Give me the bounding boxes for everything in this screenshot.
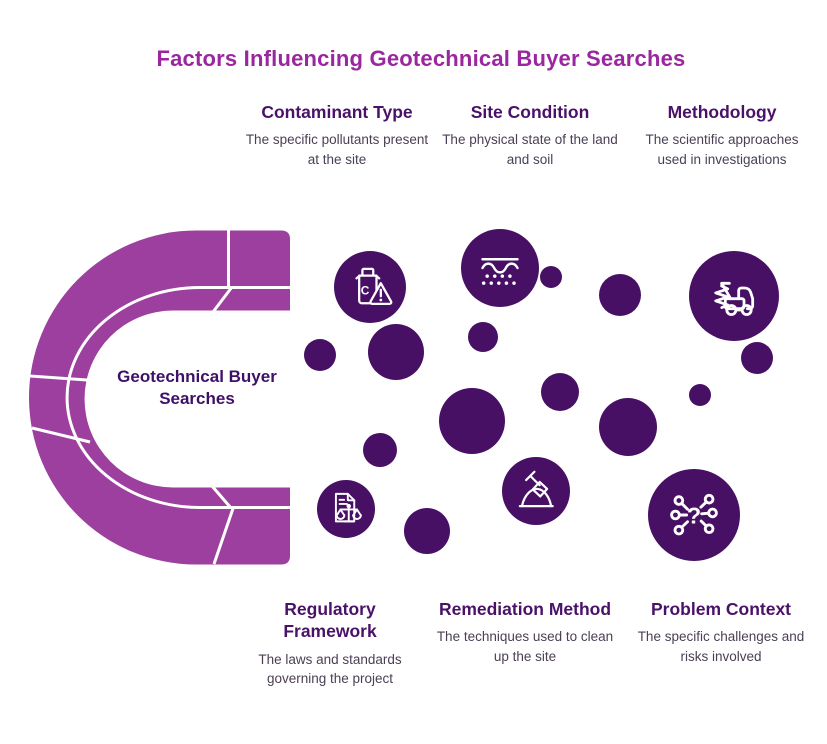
- decorative-dot: [439, 388, 505, 454]
- factor-title: Methodology: [667, 102, 777, 122]
- factor-description: The laws and standards governing the pro…: [258, 651, 402, 687]
- decorative-dot: [540, 266, 562, 288]
- hazard-container-icon: C: [355, 267, 393, 306]
- factor-problem-context: Problem Context The specific challenges …: [631, 598, 811, 667]
- contaminant-type-icon-circle: C: [334, 251, 406, 323]
- decorative-dot: [689, 384, 711, 406]
- problem-context-icon-circle: ?: [648, 469, 740, 561]
- drill-rig-icon: [714, 281, 755, 316]
- factor-description: The physical state of the land and soil: [442, 132, 618, 167]
- decorative-dot: [404, 508, 450, 554]
- factor-description: The scientific approaches used in invest…: [645, 132, 799, 167]
- factor-description: The specific pollutants present at the s…: [245, 132, 429, 167]
- decorative-dot: [541, 373, 579, 411]
- factor-title: Remediation Method: [438, 599, 612, 619]
- decorative-dot: [304, 339, 336, 371]
- document-scales-icon: [334, 492, 362, 523]
- factor-remediation-method: Remediation Method The techniques used t…: [435, 598, 615, 667]
- decorative-dot: [599, 398, 657, 456]
- regulatory-framework-icon-circle: [317, 480, 375, 538]
- network-question-icon: ?: [670, 493, 718, 536]
- factor-site-condition: Site Condition The physical state of the…: [435, 101, 625, 170]
- factor-title: Site Condition: [470, 102, 590, 122]
- factor-title: Problem Context: [650, 599, 792, 619]
- factor-description: The techniques used to clean up the site: [436, 629, 614, 664]
- svg-text:?: ?: [687, 502, 701, 528]
- factor-title: Contaminant Type: [261, 102, 413, 122]
- site-condition-icon-circle: [461, 229, 539, 307]
- methodology-icon-circle: [689, 251, 779, 341]
- magnet-seam-lines: [29, 230, 290, 565]
- decorative-dot: [741, 342, 773, 374]
- infographic-title: Factors Influencing Geotechnical Buyer S…: [156, 46, 686, 71]
- factor-description: The specific challenges and risks involv…: [637, 629, 805, 664]
- soil-layers-icon: [481, 258, 519, 285]
- remediation-method-icon-circle: [502, 457, 570, 525]
- factor-title: Regulatory Framework: [283, 599, 377, 642]
- decorative-dot: [468, 322, 498, 352]
- decorative-dot: [599, 274, 641, 316]
- factor-contaminant-type: Contaminant Type The specific pollutants…: [242, 101, 432, 170]
- decorative-dot: [363, 433, 397, 467]
- magnet-label: Geotechnical Buyer Searches: [117, 367, 277, 409]
- magnet-body: [29, 230, 291, 565]
- shovel-icon: [518, 470, 554, 508]
- decorative-dot: [368, 324, 424, 380]
- factor-methodology: Methodology The scientific approaches us…: [627, 101, 817, 170]
- factor-regulatory-framework: Regulatory Framework The laws and standa…: [240, 598, 420, 689]
- svg-text:C: C: [361, 284, 370, 298]
